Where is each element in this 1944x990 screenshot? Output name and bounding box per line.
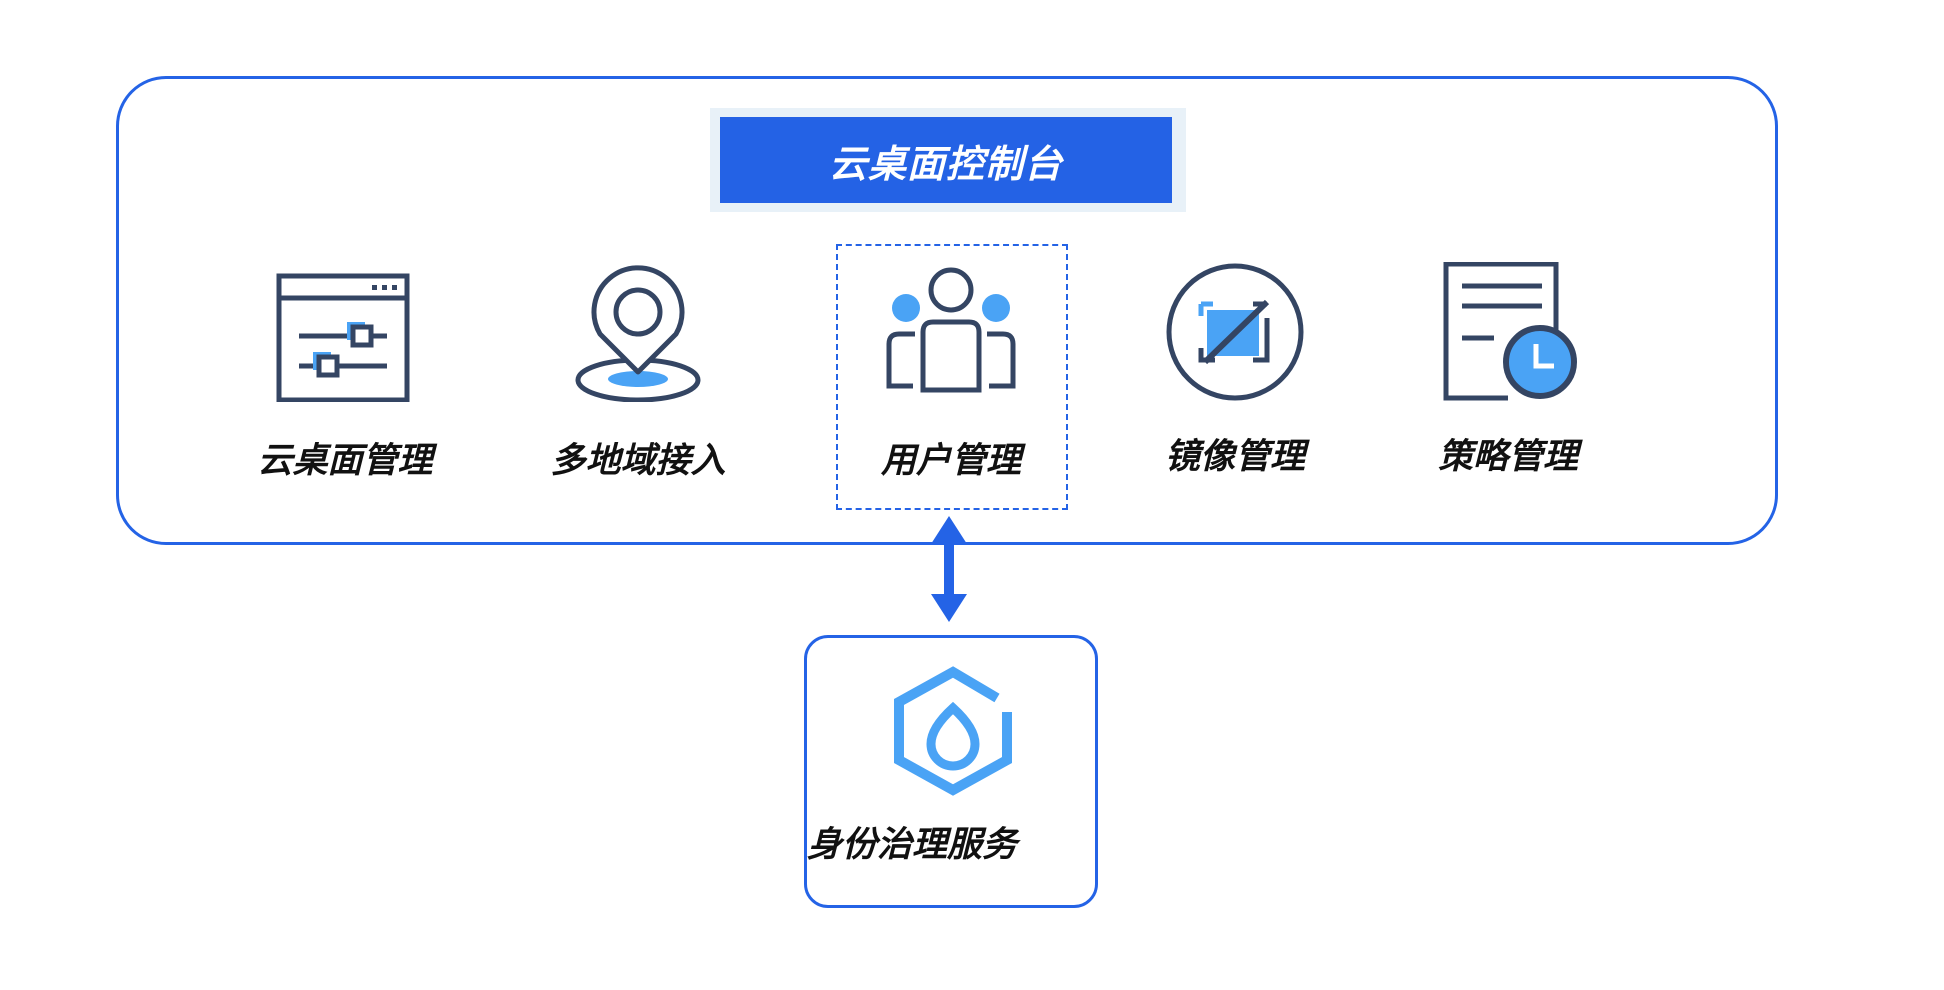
identity-governance-service[interactable]: 身份治理服务 [804, 635, 1098, 908]
image-resize-icon [1166, 263, 1304, 401]
module-label: 镜像管理 [1164, 437, 1305, 477]
location-pin-icon [575, 265, 701, 402]
users-icon [886, 267, 1016, 393]
bidirectional-arrow-icon [931, 516, 967, 622]
policy-document-clock-icon [1443, 262, 1577, 401]
highlight-dashed-box [836, 244, 1068, 510]
module-label: 云桌面管理 [257, 441, 433, 481]
module-label: 多地域接入 [550, 441, 726, 481]
settings-window-icon [276, 273, 410, 402]
console-title: 云桌面控制台 [720, 117, 1172, 203]
module-label: 用户管理 [880, 441, 1021, 481]
identity-hexagon-icon [894, 666, 1012, 796]
module-label: 策略管理 [1437, 437, 1578, 477]
service-label: 身份治理服务 [807, 825, 1018, 865]
